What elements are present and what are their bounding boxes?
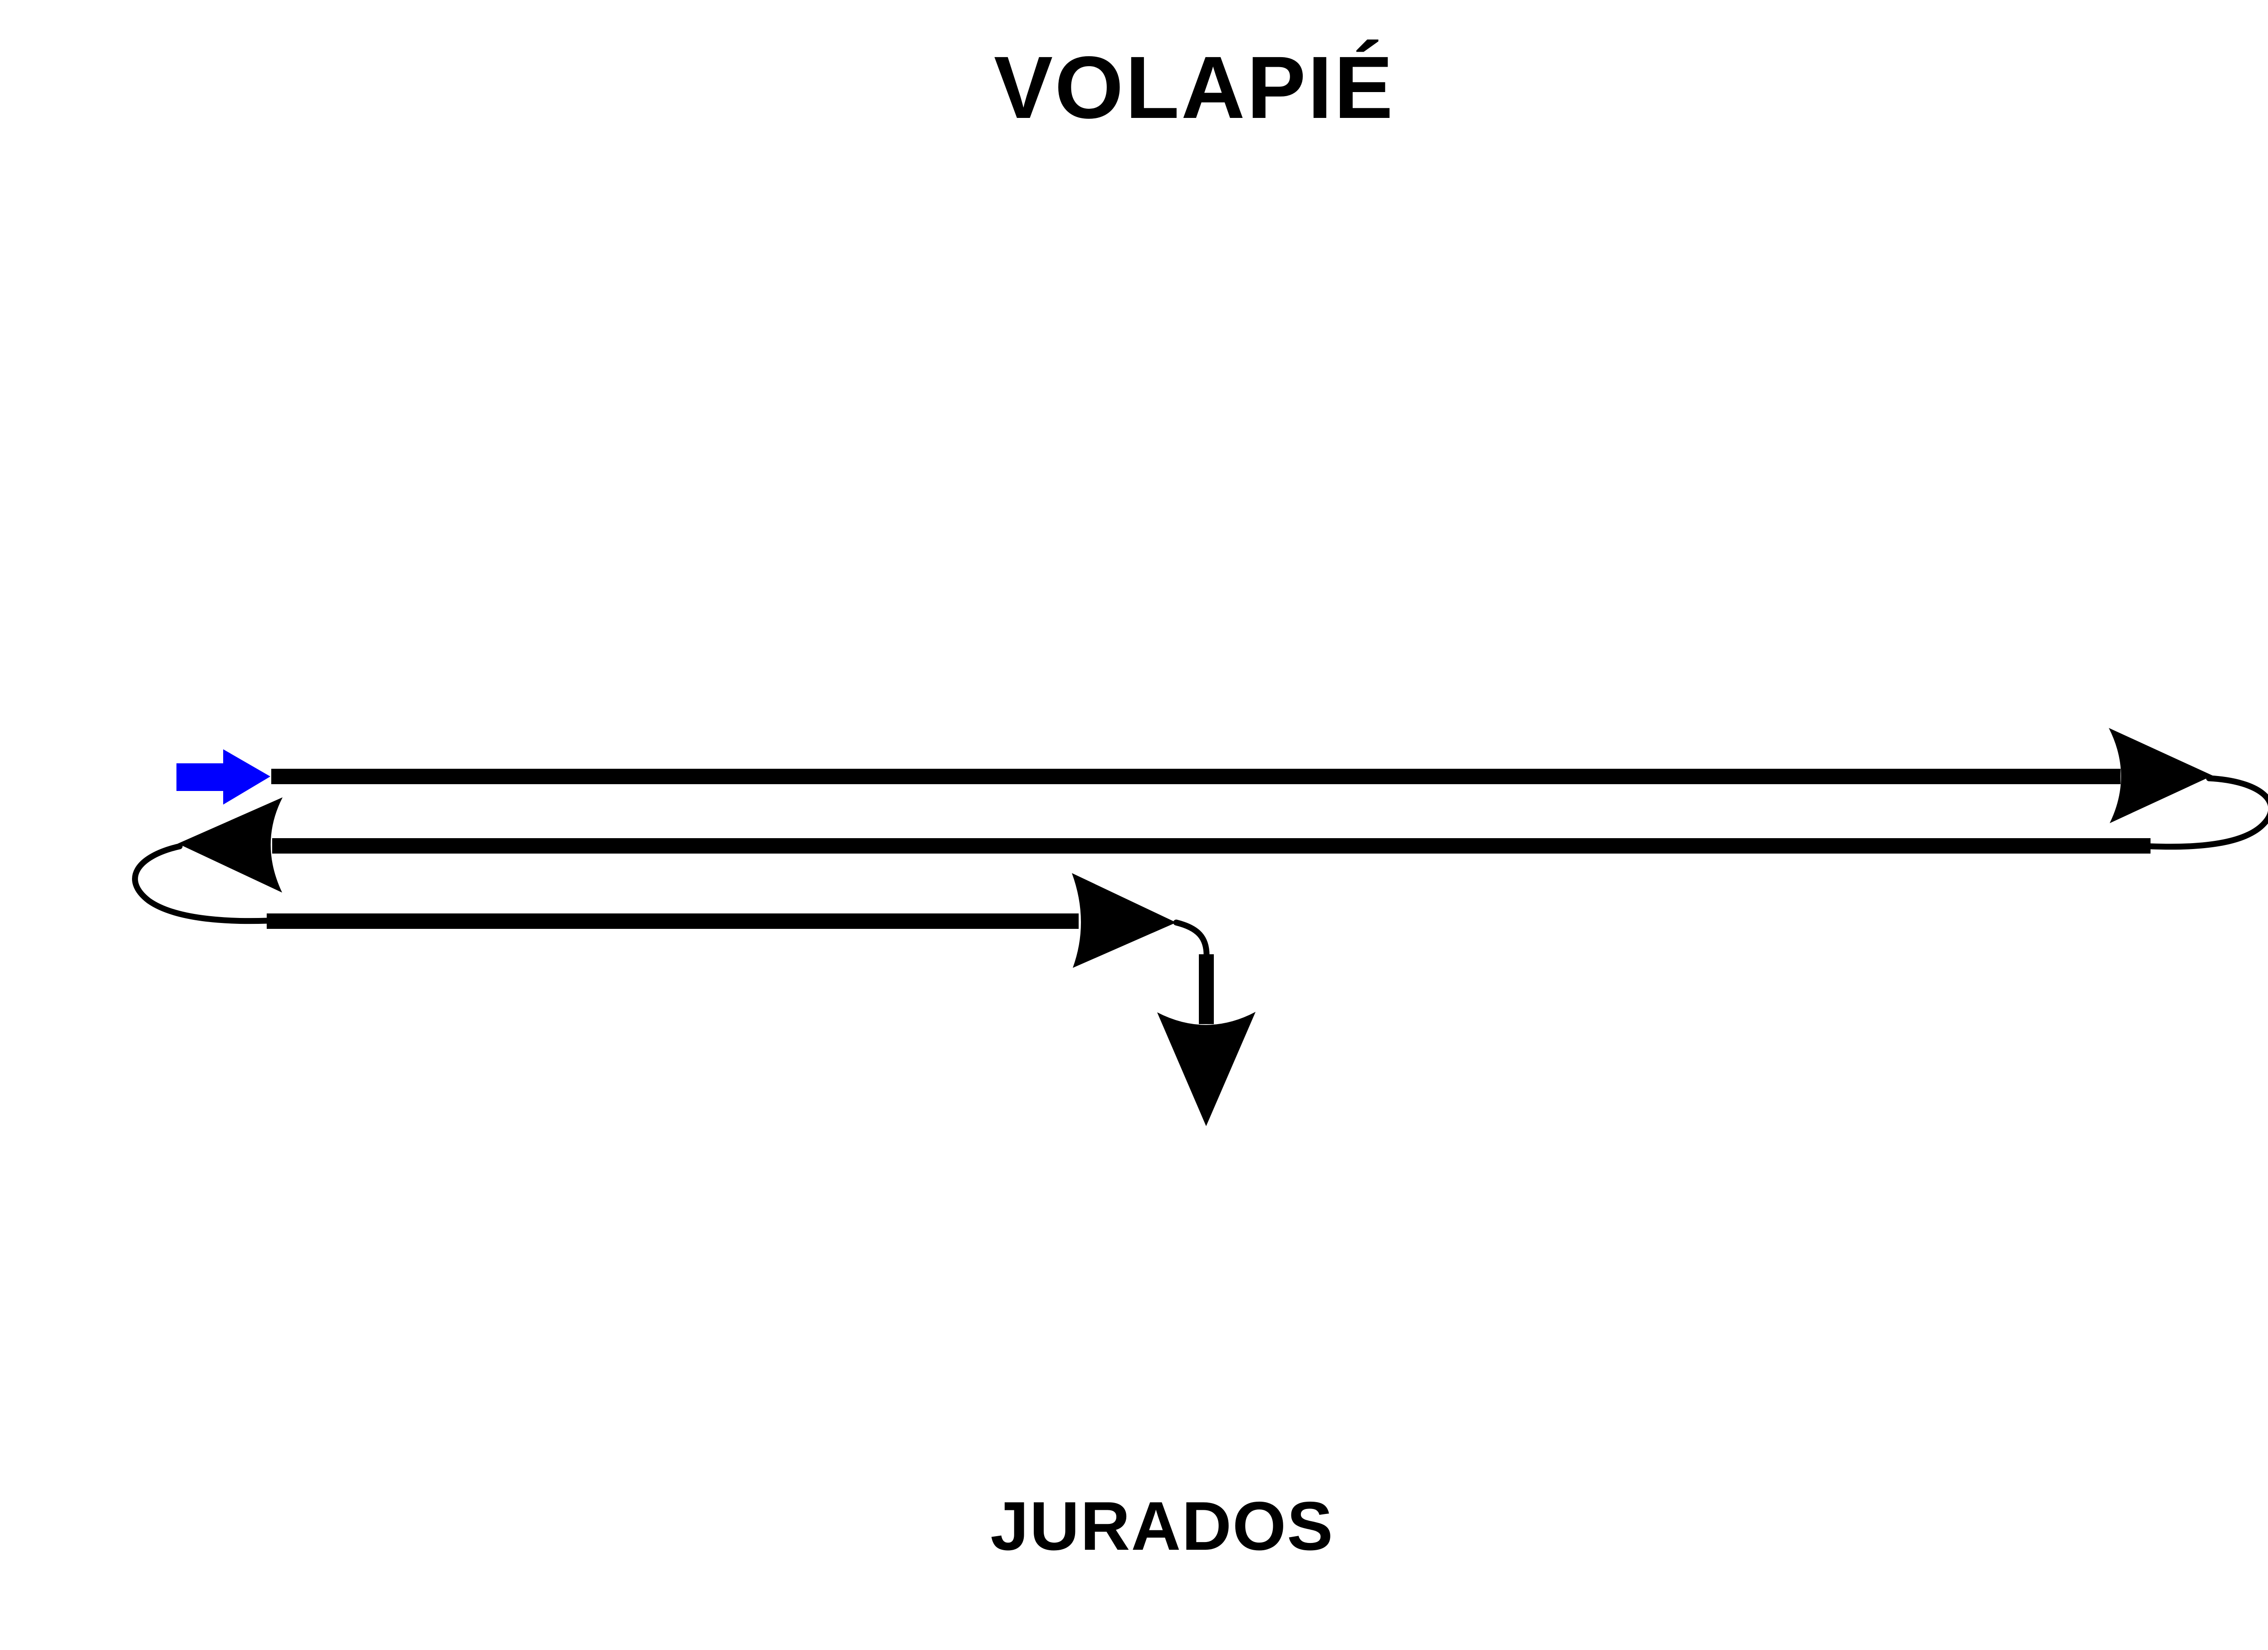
- judges-label: JURADOS: [990, 1488, 1334, 1565]
- pass2-arrowhead: [178, 797, 283, 893]
- turn-right-curve: [2147, 775, 2268, 850]
- route-strokes: [132, 728, 2268, 1126]
- pass3-arrowhead: [1072, 873, 1176, 968]
- entry-arrow-group: [176, 749, 270, 805]
- pass3-line: [267, 913, 1079, 929]
- pass1-arrowhead: [2109, 728, 2213, 823]
- pass2-line: [272, 838, 2151, 854]
- entry-arrow-icon: [176, 749, 270, 805]
- exit-connector-curve: [1173, 919, 1210, 958]
- turn-left-curve: [132, 843, 271, 924]
- page-title: VOLAPIÉ: [994, 38, 1395, 137]
- pass1-line: [271, 769, 2121, 784]
- exit-arrow-stem: [1199, 954, 1214, 1024]
- exit-arrowhead: [1157, 1012, 1256, 1126]
